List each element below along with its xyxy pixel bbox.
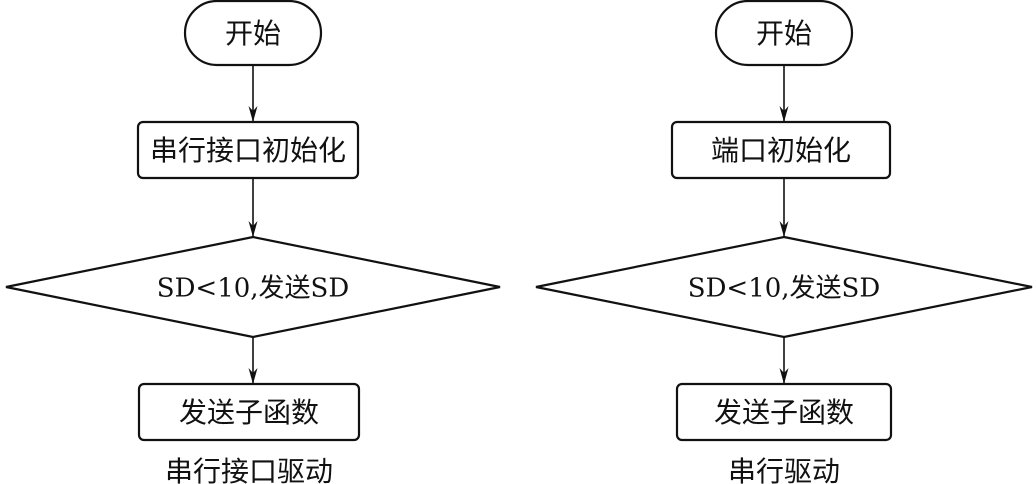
process-box bbox=[670, 120, 892, 180]
flow-node-init: 端口初始化 bbox=[670, 120, 892, 180]
arrow-head-icon bbox=[248, 106, 258, 122]
decision-diamond bbox=[535, 235, 1033, 339]
terminator-shape bbox=[183, 0, 323, 67]
flow-node-label: 开始 bbox=[225, 17, 281, 50]
process-box bbox=[675, 382, 893, 442]
process-box bbox=[137, 382, 361, 442]
diagram-caption: 串行接口驱动 bbox=[165, 455, 333, 484]
arrow-head-icon bbox=[779, 106, 789, 122]
flow-arrow bbox=[779, 178, 789, 237]
flow-node-cond: SD<10,发送SD bbox=[5, 235, 501, 339]
flow-arrow bbox=[248, 337, 258, 384]
flow-node-label: 串行接口初始化 bbox=[150, 134, 346, 167]
terminator-shape bbox=[714, 0, 854, 67]
flow-node-label: 发送子函数 bbox=[179, 396, 319, 429]
flow-node-send: 发送子函数 bbox=[675, 382, 893, 442]
arrow-head-icon bbox=[248, 368, 258, 384]
flow-node-label: 开始 bbox=[756, 17, 812, 50]
flow-node-label: SD<10,发送SD bbox=[688, 273, 880, 303]
flow-arrow bbox=[779, 337, 789, 384]
flow-node-label: 发送子函数 bbox=[714, 396, 854, 429]
arrow-head-icon bbox=[779, 368, 789, 384]
flow-node-cond: SD<10,发送SD bbox=[535, 235, 1033, 339]
flow-node-start: 开始 bbox=[714, 0, 854, 67]
flow-node-label: 端口初始化 bbox=[711, 134, 851, 167]
process-box bbox=[136, 120, 360, 180]
flow-arrow bbox=[248, 65, 258, 122]
arrow-head-icon bbox=[248, 221, 258, 237]
flow-arrow bbox=[248, 178, 258, 237]
flow-node-label: SD<10,发送SD bbox=[157, 273, 349, 303]
flow-node-start: 开始 bbox=[183, 0, 323, 67]
flow-node-init: 串行接口初始化 bbox=[136, 120, 360, 180]
arrow-head-icon bbox=[779, 221, 789, 237]
decision-diamond bbox=[5, 235, 501, 339]
flow-arrow bbox=[779, 65, 789, 122]
diagram-caption: 串行驱动 bbox=[728, 455, 840, 484]
flow-node-send: 发送子函数 bbox=[137, 382, 361, 442]
